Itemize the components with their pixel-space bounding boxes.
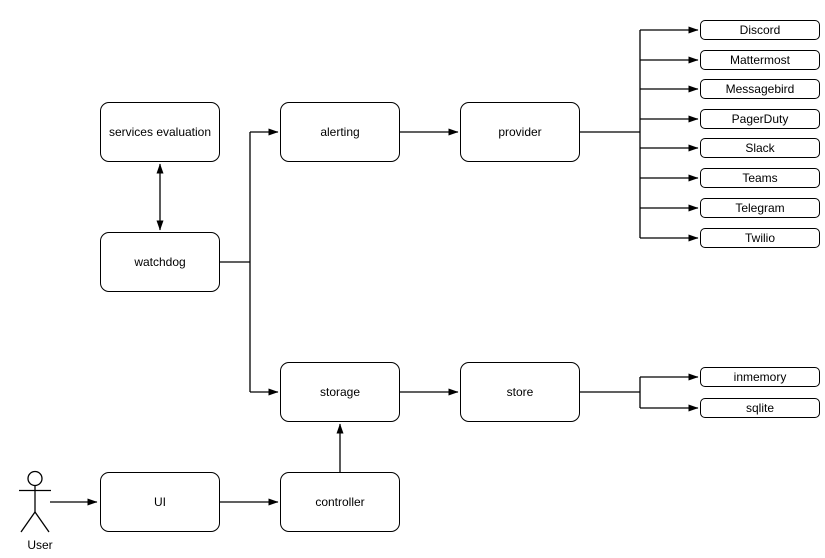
- node-label: Telegram: [735, 201, 785, 215]
- user-actor-label: User: [27, 538, 53, 552]
- node-label: Messagebird: [725, 82, 795, 96]
- node-label: inmemory: [733, 370, 787, 384]
- node-provider-mattermost: Mattermost: [700, 50, 820, 70]
- node-label: sqlite: [745, 401, 774, 415]
- node-store: store: [460, 362, 580, 422]
- node-label: services evaluation: [108, 125, 212, 139]
- node-label: controller: [315, 495, 365, 509]
- node-ui: UI: [100, 472, 220, 532]
- node-label: provider: [498, 125, 542, 139]
- node-provider-slack: Slack: [700, 138, 820, 158]
- node-controller: controller: [280, 472, 400, 532]
- node-alerting: alerting: [280, 102, 400, 162]
- node-label: PagerDuty: [731, 112, 789, 126]
- node-provider-telegram: Telegram: [700, 198, 820, 218]
- node-label: Slack: [745, 141, 775, 155]
- node-label: Teams: [742, 171, 778, 185]
- node-label: Discord: [739, 23, 781, 37]
- node-provider-twilio: Twilio: [700, 228, 820, 248]
- node-label: watchdog: [134, 255, 186, 269]
- node-services-evaluation: services evaluation: [100, 102, 220, 162]
- node-provider-discord: Discord: [700, 20, 820, 40]
- node-store-sqlite: sqlite: [700, 398, 820, 418]
- user-actor-icon: [19, 470, 51, 533]
- node-provider-messagebird: Messagebird: [700, 79, 820, 99]
- node-label: store: [506, 385, 534, 399]
- node-label: UI: [154, 495, 166, 509]
- node-storage: storage: [280, 362, 400, 422]
- node-label: storage: [319, 385, 361, 399]
- node-watchdog: watchdog: [100, 232, 220, 292]
- node-store-inmemory: inmemory: [700, 367, 820, 387]
- node-provider-teams: Teams: [700, 168, 820, 188]
- node-provider-pagerduty: PagerDuty: [700, 109, 820, 129]
- node-label: Mattermost: [729, 53, 790, 67]
- node-label: alerting: [320, 125, 360, 139]
- node-label: Twilio: [744, 231, 775, 245]
- node-provider: provider: [460, 102, 580, 162]
